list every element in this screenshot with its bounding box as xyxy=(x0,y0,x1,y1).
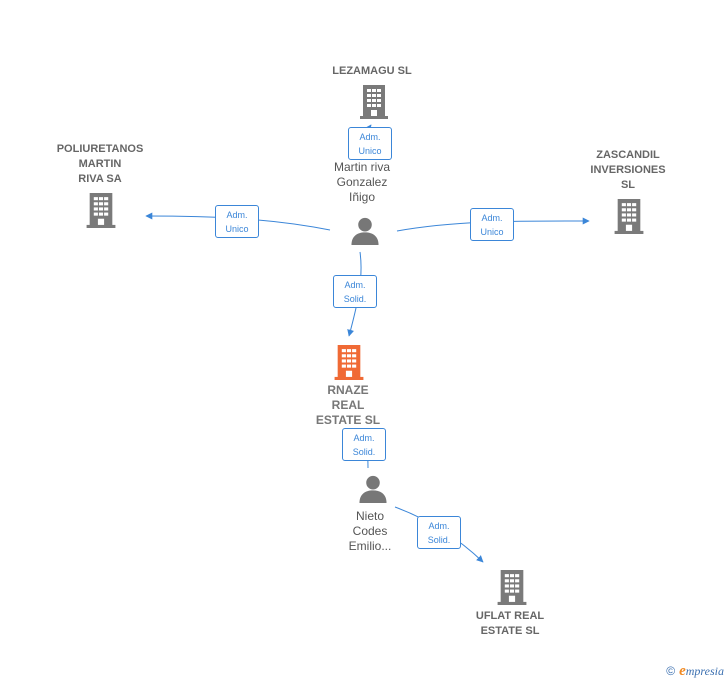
node-label-lezamagu[interactable]: LEZAMAGU SL xyxy=(332,65,412,77)
edge-role-badge[interactable]: Adm. Unico xyxy=(470,208,514,241)
edge-role-badge[interactable]: Adm. Solid. xyxy=(342,428,386,461)
node-label-poliuretanos[interactable]: POLIURETANOS MARTIN RIVA SA xyxy=(56,143,144,185)
building-icon[interactable] xyxy=(334,345,364,380)
empresia-logo[interactable]: ©empresia xyxy=(666,663,724,679)
building-icon[interactable] xyxy=(86,193,116,228)
person-icon[interactable] xyxy=(351,217,379,245)
building-icon[interactable] xyxy=(614,199,644,234)
edge-role-badge[interactable]: Adm. Solid. xyxy=(333,275,377,308)
node-label-nieto-codes[interactable]: Nieto Codes Emilio... xyxy=(348,509,392,553)
edge-role-badge[interactable]: Adm. Unico xyxy=(348,127,392,160)
edge-role-badge[interactable]: Adm. Solid. xyxy=(417,516,461,549)
node-label-uflat[interactable]: UFLAT REAL ESTATE SL xyxy=(475,610,545,637)
copyright-icon: © xyxy=(666,664,676,678)
person-icon[interactable] xyxy=(359,475,387,503)
building-icon[interactable] xyxy=(497,570,527,605)
edge-role-badge[interactable]: Adm. Unico xyxy=(215,205,259,238)
node-label-martin-riva[interactable]: Martin riva Gonzalez Iñigo xyxy=(333,160,390,204)
node-label-zascandil[interactable]: ZASCANDIL INVERSIONES SL xyxy=(590,149,666,191)
node-label-rnaze[interactable]: RNAZE REAL ESTATE SL xyxy=(315,383,381,427)
building-icon[interactable] xyxy=(360,85,388,119)
